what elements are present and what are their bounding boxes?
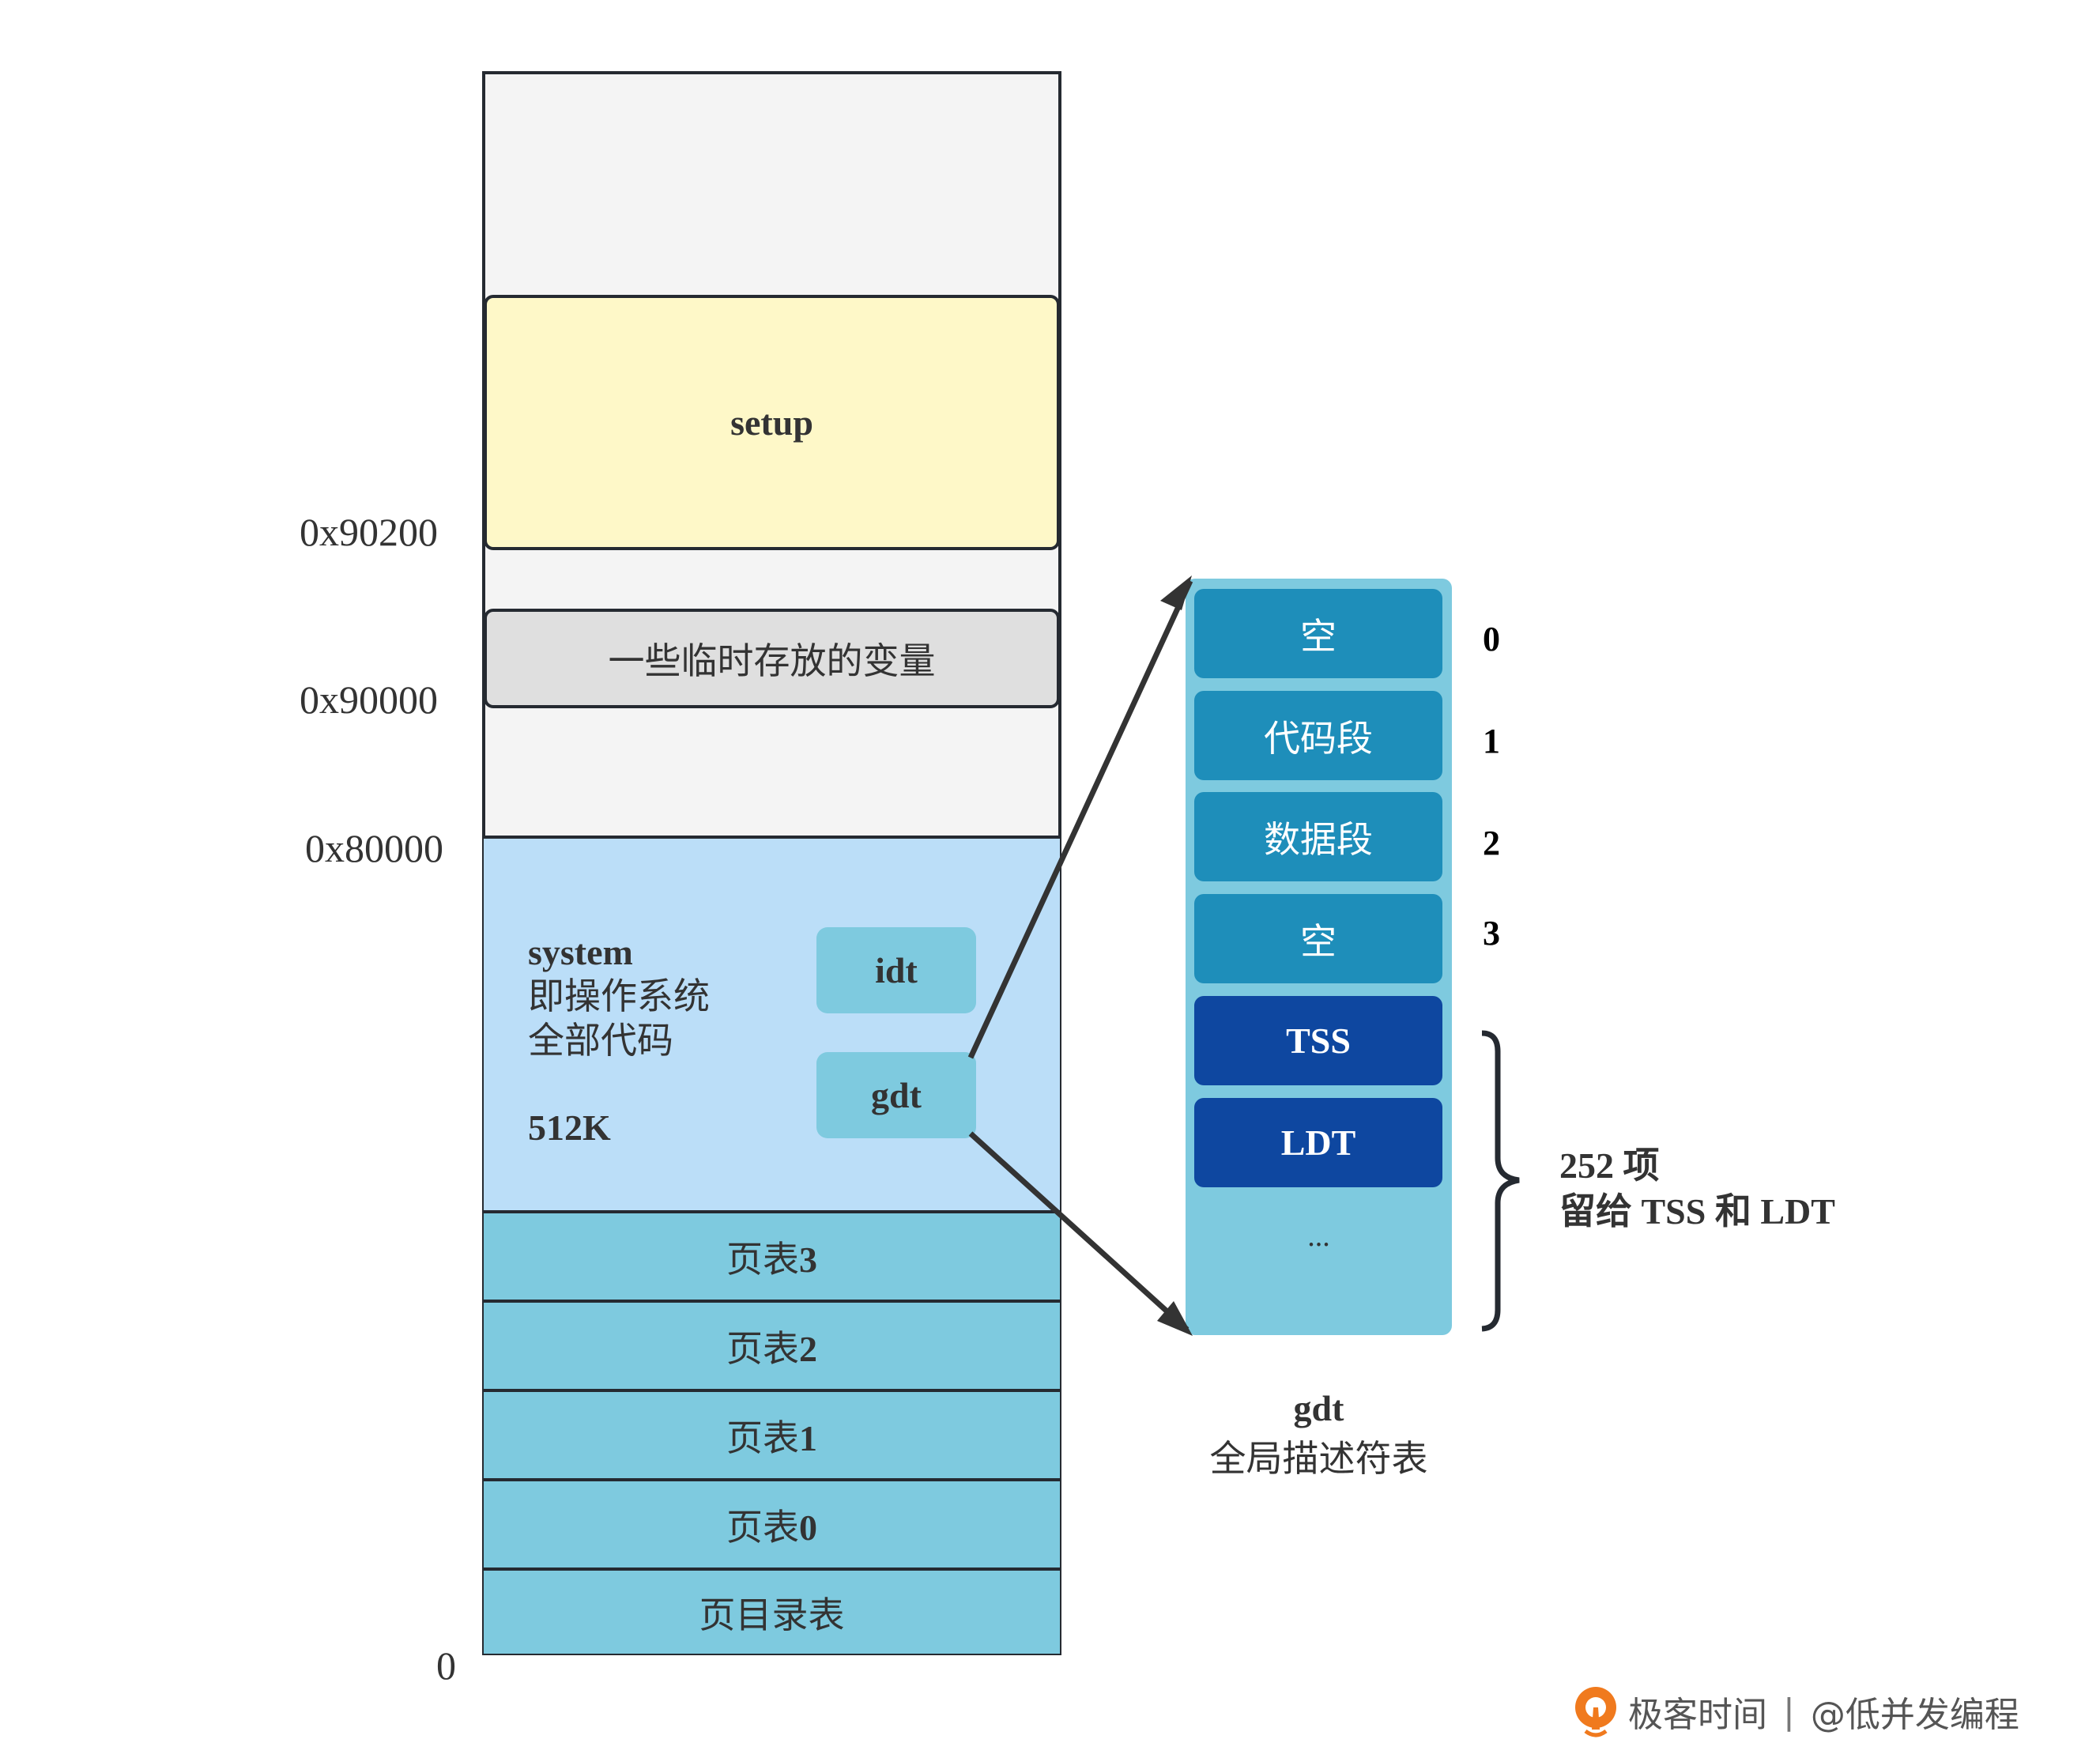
curly-brace-icon xyxy=(1481,1030,1520,1332)
temp-variables-label: 一些临时存放的变量 xyxy=(608,641,936,681)
system-size: 512K xyxy=(528,1107,611,1148)
page-table-number: 0 xyxy=(799,1507,817,1548)
temp-variables-block: 一些临时存放的变量 xyxy=(484,609,1060,708)
gdt-entry-label: 数据段 xyxy=(1264,819,1373,860)
gdt-entry-data-segment: 数据段 xyxy=(1194,792,1442,881)
page-table-label: 页表3 xyxy=(726,1231,817,1283)
system-title: system xyxy=(528,932,633,972)
system-desc-line2: 全部代码 xyxy=(528,1020,673,1061)
system-desc-line1: 即操作系统 xyxy=(528,976,710,1017)
page-table-label: 页表0 xyxy=(726,1499,817,1551)
brace-label-count: 252 项 xyxy=(1559,1145,1660,1186)
gdt-ellipsis: ... xyxy=(1307,1220,1330,1253)
address-label-0x90200: 0x90200 xyxy=(300,510,438,554)
footer-brand: 极客时间 xyxy=(1628,1695,1767,1735)
gdt-caption-subtitle: 全局描述符表 xyxy=(1209,1439,1428,1479)
gdt-entry-null-3: 空 xyxy=(1194,894,1442,983)
page-table-number: 3 xyxy=(799,1239,817,1280)
gdt-index-1: 1 xyxy=(1483,722,1500,760)
gdt-entry-null-0: 空 xyxy=(1194,589,1442,678)
footer-author: @低并发编程 xyxy=(1810,1695,2019,1735)
setup-block: setup xyxy=(484,295,1060,550)
page-table-0: 页表0 xyxy=(484,1478,1060,1568)
page-table-number: 1 xyxy=(799,1418,817,1458)
gdt-index-3: 3 xyxy=(1483,914,1500,953)
system-block: system 即操作系统 全部代码 512K idt gdt xyxy=(484,836,1060,1213)
footer-watermark: 极客时间 | @低并发编程 xyxy=(1571,1684,2019,1739)
page-table-3: 页表3 xyxy=(484,1210,1060,1300)
page-directory-label: 页目录表 xyxy=(699,1594,845,1635)
page-table-prefix: 页表 xyxy=(726,1418,799,1458)
gdt-entry-label: 空 xyxy=(1300,921,1337,962)
page-table-prefix: 页表 xyxy=(726,1507,799,1548)
gdt-table: 空 代码段 数据段 空 TSS LDT ... xyxy=(1186,579,1452,1335)
brace-label-reserved: 留给 TSS 和 LDT xyxy=(1559,1191,1835,1232)
gdt-label: gdt xyxy=(871,1075,922,1115)
address-label-0x90000: 0x90000 xyxy=(300,677,438,722)
page-table-label: 页表2 xyxy=(726,1320,817,1372)
idt-block: idt xyxy=(816,927,976,1013)
geektime-logo-icon xyxy=(1575,1687,1616,1737)
setup-label: setup xyxy=(730,402,813,443)
gdt-entry-label: 代码段 xyxy=(1264,718,1373,759)
idt-label: idt xyxy=(875,950,918,990)
address-label-0: 0 xyxy=(436,1643,456,1688)
page-table-1: 页表1 xyxy=(484,1389,1060,1479)
page-table-label: 页表1 xyxy=(726,1409,817,1462)
brace-annotation: 252 项 留给 TSS 和 LDT xyxy=(1559,1143,1835,1235)
gdt-entry-label: LDT xyxy=(1280,1122,1356,1163)
gdt-caption-title: gdt xyxy=(1293,1388,1344,1428)
gdt-entry-ldt: LDT xyxy=(1194,1098,1442,1187)
gdt-entry-code-segment: 代码段 xyxy=(1194,691,1442,780)
system-description: system 即操作系统 全部代码 xyxy=(528,930,710,1063)
gdt-entry-label: 空 xyxy=(1300,616,1337,657)
page-table-2: 页表2 xyxy=(484,1300,1060,1390)
page-table-prefix: 页表 xyxy=(726,1239,799,1280)
page-table-prefix: 页表 xyxy=(726,1329,799,1369)
gdt-caption: gdt 全局描述符表 xyxy=(1186,1383,1452,1484)
footer-separator: | xyxy=(1783,1691,1795,1732)
page-directory: 页目录表 xyxy=(484,1567,1060,1654)
gdt-entry-label: TSS xyxy=(1286,1020,1351,1061)
gdt-index-2: 2 xyxy=(1483,824,1500,862)
gdt-entry-tss: TSS xyxy=(1194,996,1442,1085)
gdt-block: gdt xyxy=(816,1052,976,1138)
page-table-number: 2 xyxy=(799,1329,817,1369)
address-label-0x80000: 0x80000 xyxy=(305,826,443,870)
gdt-index-0: 0 xyxy=(1483,620,1500,658)
